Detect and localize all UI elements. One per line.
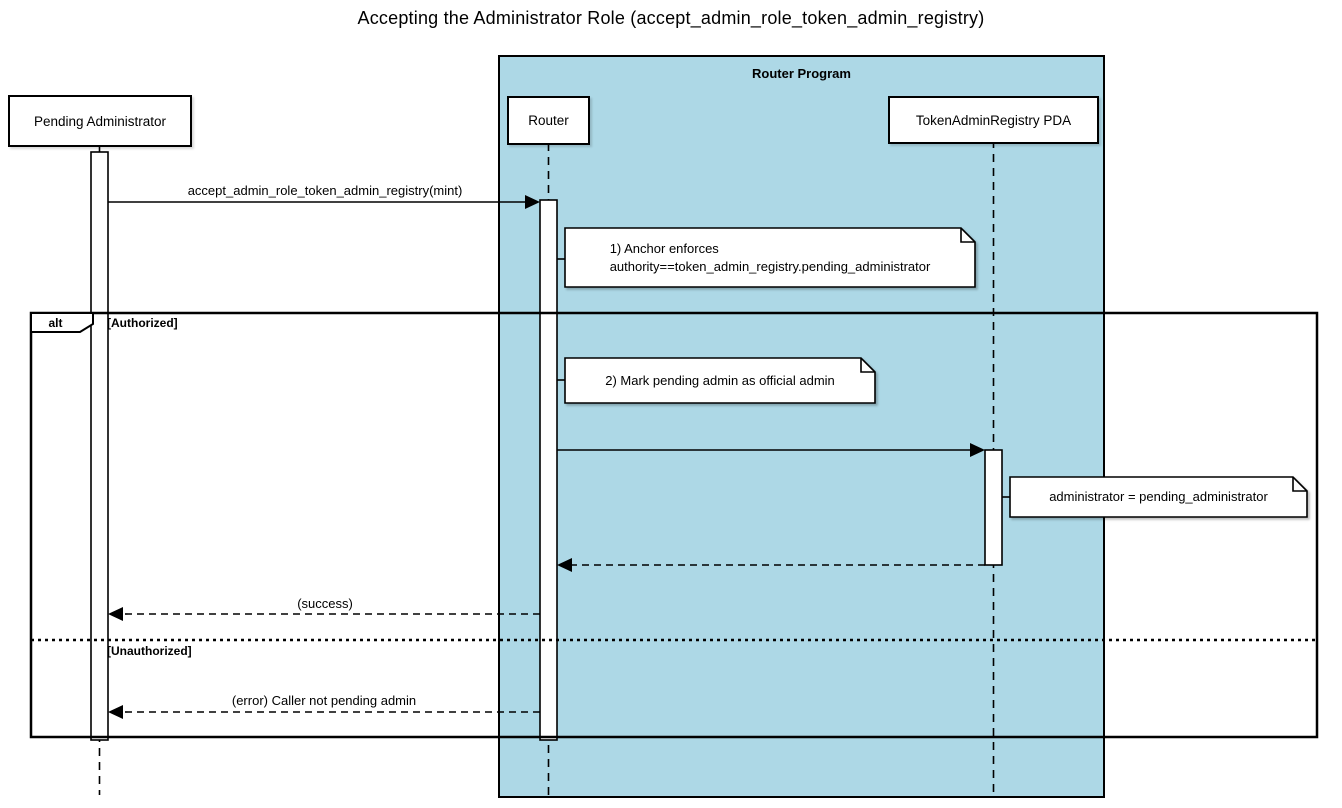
note-administrator-assignment-line1: administrator = pending_administrator	[1049, 489, 1268, 504]
note-anchor-enforces-line1: 1) Anchor enforces	[609, 240, 719, 256]
diagram-title: Accepting the Administrator Role (accept…	[357, 8, 985, 28]
message-label-error: (error) Caller not pending admin	[231, 693, 417, 708]
participant-token-admin-registry-pda: TokenAdminRegistry PDA	[888, 96, 1099, 144]
note-mark-pending-admin: 2) Mark pending admin as official admin	[565, 358, 875, 403]
participant-pending-administrator: Pending Administrator	[8, 95, 192, 147]
arrowhead-success-return	[108, 607, 123, 621]
note-mark-pending-admin-line1: 2) Mark pending admin as official admin	[605, 372, 835, 388]
guard-unauthorized: [Unauthorized]	[107, 644, 192, 658]
participant-router-label: Router	[528, 113, 569, 128]
message-label-success: (success)	[297, 596, 353, 611]
alt-operator-label: alt	[48, 315, 63, 330]
participant-router: Router	[507, 96, 590, 145]
router-program-frame-label: Router Program	[752, 66, 851, 81]
note-administrator-assignment: administrator = pending_administrator	[1010, 477, 1307, 517]
participant-pending-administrator-label: Pending Administrator	[33, 113, 167, 129]
note-anchor-enforces: 1) Anchor enforces authority==token_admi…	[565, 228, 975, 287]
arrowhead-error-return	[108, 705, 123, 719]
guard-authorized: [Authorized]	[107, 316, 178, 330]
message-label-accept-admin-role: accept_admin_role_token_admin_registry(m…	[187, 183, 463, 198]
router-program-frame: Router Program	[498, 55, 1105, 798]
participant-token-admin-registry-pda-label: TokenAdminRegistry PDA	[915, 112, 1072, 128]
note-anchor-enforces-line2: authority==token_admin_registry.pending_…	[609, 258, 931, 274]
activation-pending-administrator	[90, 151, 109, 741]
